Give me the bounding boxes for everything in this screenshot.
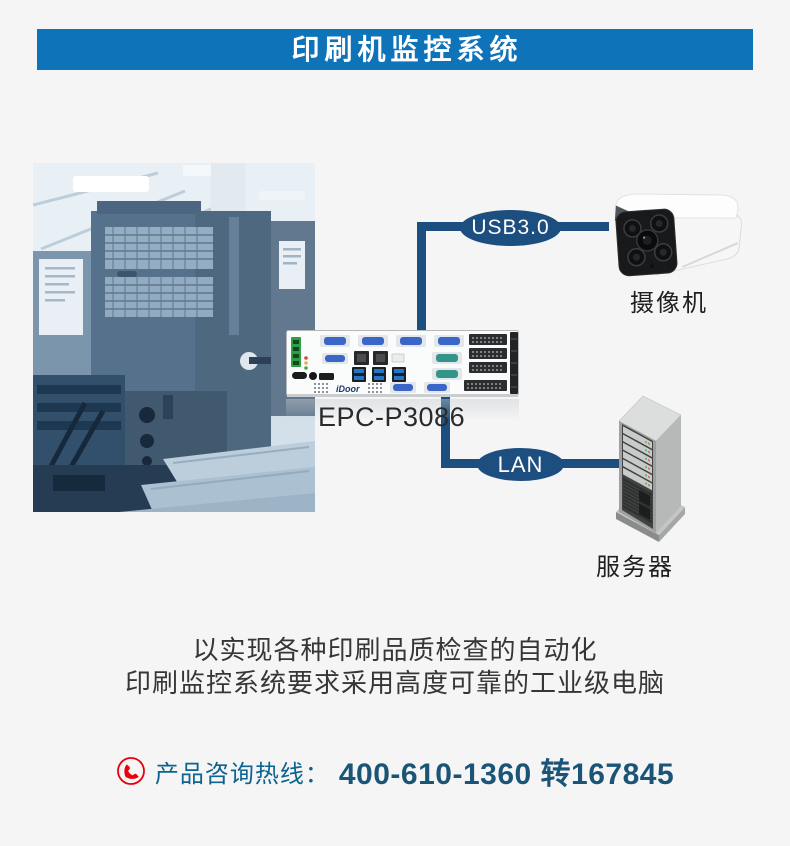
hotline-number: 400-610-1360 转167845 — [338, 758, 675, 791]
usb-connection-badge: USB3.0 — [460, 210, 561, 246]
camera-label: 摄像机 — [630, 290, 708, 317]
printing-press-photo — [33, 163, 315, 512]
lan-connection-badge: LAN — [477, 448, 564, 481]
lan-connector-line-vertical — [441, 390, 450, 468]
pc-logo: iDoor — [336, 384, 360, 394]
server-image — [616, 395, 685, 542]
phone-icon — [116, 757, 145, 785]
pc-model-label: EPC-P3086 — [318, 402, 466, 432]
description-line-2: 印刷监控系统要求采用高度可靠的工业级电脑 — [124, 668, 665, 698]
server-label: 服务器 — [596, 554, 674, 581]
pc-reflection — [286, 399, 519, 425]
usb-connector-line-vertical — [417, 222, 426, 334]
hotline-bar: 产品咨询热线： 400-610-1360 转167845 — [0, 748, 790, 794]
industrial-pc-image: iDoor — [286, 330, 519, 397]
description-line-1: 以实现各种印刷品质检查的自动化 — [192, 635, 598, 665]
page-title: 印刷机监控系统 — [37, 29, 753, 70]
hotline-label: 产品咨询热线： — [154, 760, 330, 788]
camera-image — [614, 193, 742, 277]
description-text: 以实现各种印刷品质检查的自动化 印刷监控系统要求采用高度可靠的工业级电脑 — [0, 634, 790, 700]
